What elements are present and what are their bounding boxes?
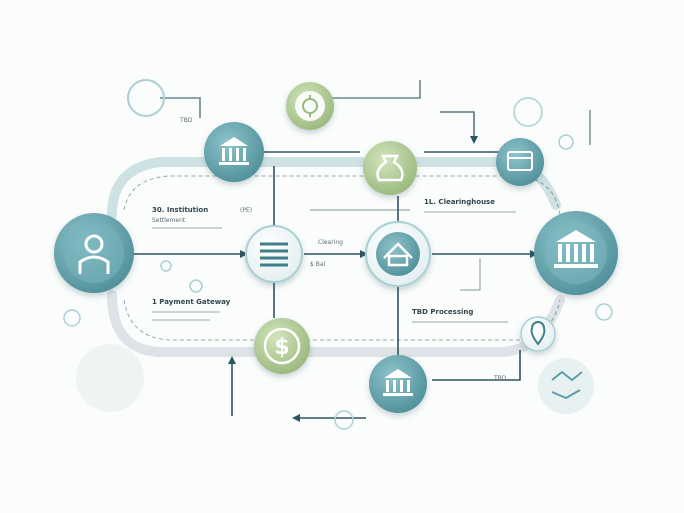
center-document-node[interactable] [245, 225, 303, 283]
connector-bottom-right [432, 350, 521, 381]
dollar-coin-icon: $ [274, 335, 289, 360]
gear-icon [302, 95, 318, 117]
filler-text-lines [152, 211, 516, 323]
connector-mid-lower [460, 258, 481, 291]
connector-top-right [440, 111, 475, 140]
house-icon [383, 242, 413, 267]
center-top-label: Clearing [318, 239, 343, 246]
bottom-bank-node[interactable] [369, 355, 427, 413]
lower-left-title: 1 Payment Gateway [152, 298, 231, 306]
center-bottom-label: $ Bal [310, 261, 326, 268]
person-icon [78, 234, 110, 274]
bank-icon [383, 369, 413, 396]
gear-node[interactable] [286, 82, 334, 130]
handshake-icon [551, 370, 583, 400]
right-block-title: 1L. Clearinghouse [424, 198, 495, 206]
connector-top-left [160, 97, 201, 118]
document-icon [260, 242, 288, 267]
lower-right-title: TBD Processing [412, 308, 473, 316]
wallet-node[interactable] [496, 138, 544, 186]
money-bag-icon [376, 154, 404, 182]
bank-icon [219, 137, 249, 165]
top-bank-node[interactable] [204, 122, 264, 182]
center-house-node[interactable] [365, 221, 431, 287]
left-block-title: 30. Institution [152, 206, 208, 214]
wallet-icon [507, 151, 533, 171]
connectors [132, 80, 591, 422]
location-pin-icon [530, 321, 546, 346]
connector-gear-right [332, 80, 421, 99]
top-tag: TBD [179, 117, 193, 124]
dollar-coin-node[interactable] [254, 318, 310, 374]
bank-icon [554, 230, 598, 268]
left-block-small: (PE) [240, 207, 252, 214]
decorative-circles [63, 79, 613, 430]
left-badge: Settlement [152, 217, 186, 224]
right-bottom-tag: TBD [493, 375, 507, 382]
money-bag-node[interactable] [363, 141, 417, 195]
track-loop [107, 157, 565, 357]
location-node[interactable] [520, 316, 556, 352]
